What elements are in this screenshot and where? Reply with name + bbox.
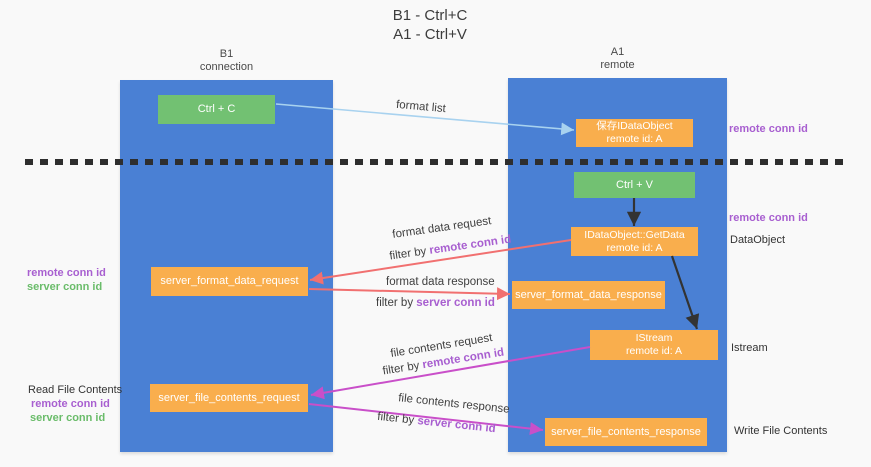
left-column-header: B1 connection [120, 48, 333, 74]
filter-by-text: filter by [381, 359, 421, 378]
server-file-contents-request-label: server_file_contents_request [158, 391, 300, 404]
istream-line2: remote id: A [625, 345, 683, 357]
format-data-response-arrow [308, 287, 511, 301]
server-conn-id-keyword: server conn id [416, 415, 497, 436]
remote-conn-id-annotation-left-2: remote conn id [31, 398, 110, 410]
server-format-data-request-node: server_format_data_request [151, 267, 308, 296]
istream-line1: IStream [635, 332, 673, 344]
file-request-annotations: Read File Contents remote conn id server… [28, 383, 122, 425]
title-line-1: B1 - Ctrl+C [392, 7, 468, 24]
write-file-contents-annotation: Write File Contents [734, 425, 828, 437]
format-list-label: format list [395, 98, 447, 116]
right-column-header: A1 remote [508, 46, 727, 72]
ctrl-c-label: Ctrl + C [197, 103, 236, 115]
ctrl-v-node: Ctrl + V [574, 172, 695, 198]
filter-by-server-conn-id-label-2: filter by server conn id [377, 411, 497, 435]
ctrl-v-label: Ctrl + V [616, 178, 653, 191]
right-column-role: remote [600, 59, 635, 71]
server-format-data-request-label: server_format_data_request [160, 275, 299, 287]
getdata-node: IDataObject::GetData remote id: A [571, 227, 698, 256]
right-column-name: A1 [610, 46, 625, 58]
format-data-request-label: format data request [391, 215, 493, 241]
server-file-contents-request-node: server_file_contents_request [150, 384, 308, 412]
remote-conn-id-annotation-top: remote conn id [729, 123, 808, 135]
server-format-data-response-label: server_format_data_response [515, 288, 662, 301]
read-file-contents-annotation: Read File Contents [28, 384, 123, 396]
left-column-name: B1 [219, 48, 234, 60]
remote-conn-id-annotation-mid: remote conn id [729, 212, 808, 224]
save-dataobject-node: 保存IDataObject remote id: A [576, 119, 693, 147]
istream-node: IStream remote id: A [590, 330, 718, 360]
file-contents-response-label: file contents response [397, 392, 511, 416]
diagram-title: B1 - Ctrl+C A1 - Ctrl+V [300, 6, 560, 44]
server-conn-id-keyword: server conn id [416, 297, 495, 309]
getdata-line1: IDataObject::GetData [584, 228, 685, 241]
filter-by-text: filter by [376, 410, 415, 427]
title-line-2: A1 - Ctrl+V [393, 26, 467, 43]
save-dataobject-line1: 保存IDataObject [596, 120, 673, 132]
ctrl-c-node: Ctrl + C [158, 95, 275, 124]
server-file-contents-response-label: server_file_contents_response [551, 425, 701, 438]
filter-by-server-conn-id-label-1: filter by server conn id [376, 297, 495, 309]
filter-by-text: filter by [388, 245, 428, 263]
format-request-conn-id-annotations: remote conn id server conn id [27, 266, 106, 294]
left-column-role: connection [199, 61, 254, 73]
filter-by-text: filter by [376, 297, 414, 309]
dataobject-annotation: DataObject [730, 234, 786, 246]
server-file-contents-response-node: server_file_contents_response [545, 418, 707, 446]
server-conn-id-annotation-left: server conn id [27, 281, 103, 293]
save-dataobject-line2: remote id: A [606, 133, 663, 145]
server-format-data-response-node: server_format_data_response [512, 281, 665, 309]
remote-conn-id-annotation-left: remote conn id [27, 267, 106, 279]
remote-conn-id-keyword: remote conn id [428, 233, 512, 257]
istream-annotation: Istream [731, 342, 768, 354]
format-data-response-label: format data response [386, 276, 495, 288]
getdata-line2: remote id: A [606, 241, 663, 254]
server-conn-id-annotation-left-2: server conn id [30, 412, 106, 424]
